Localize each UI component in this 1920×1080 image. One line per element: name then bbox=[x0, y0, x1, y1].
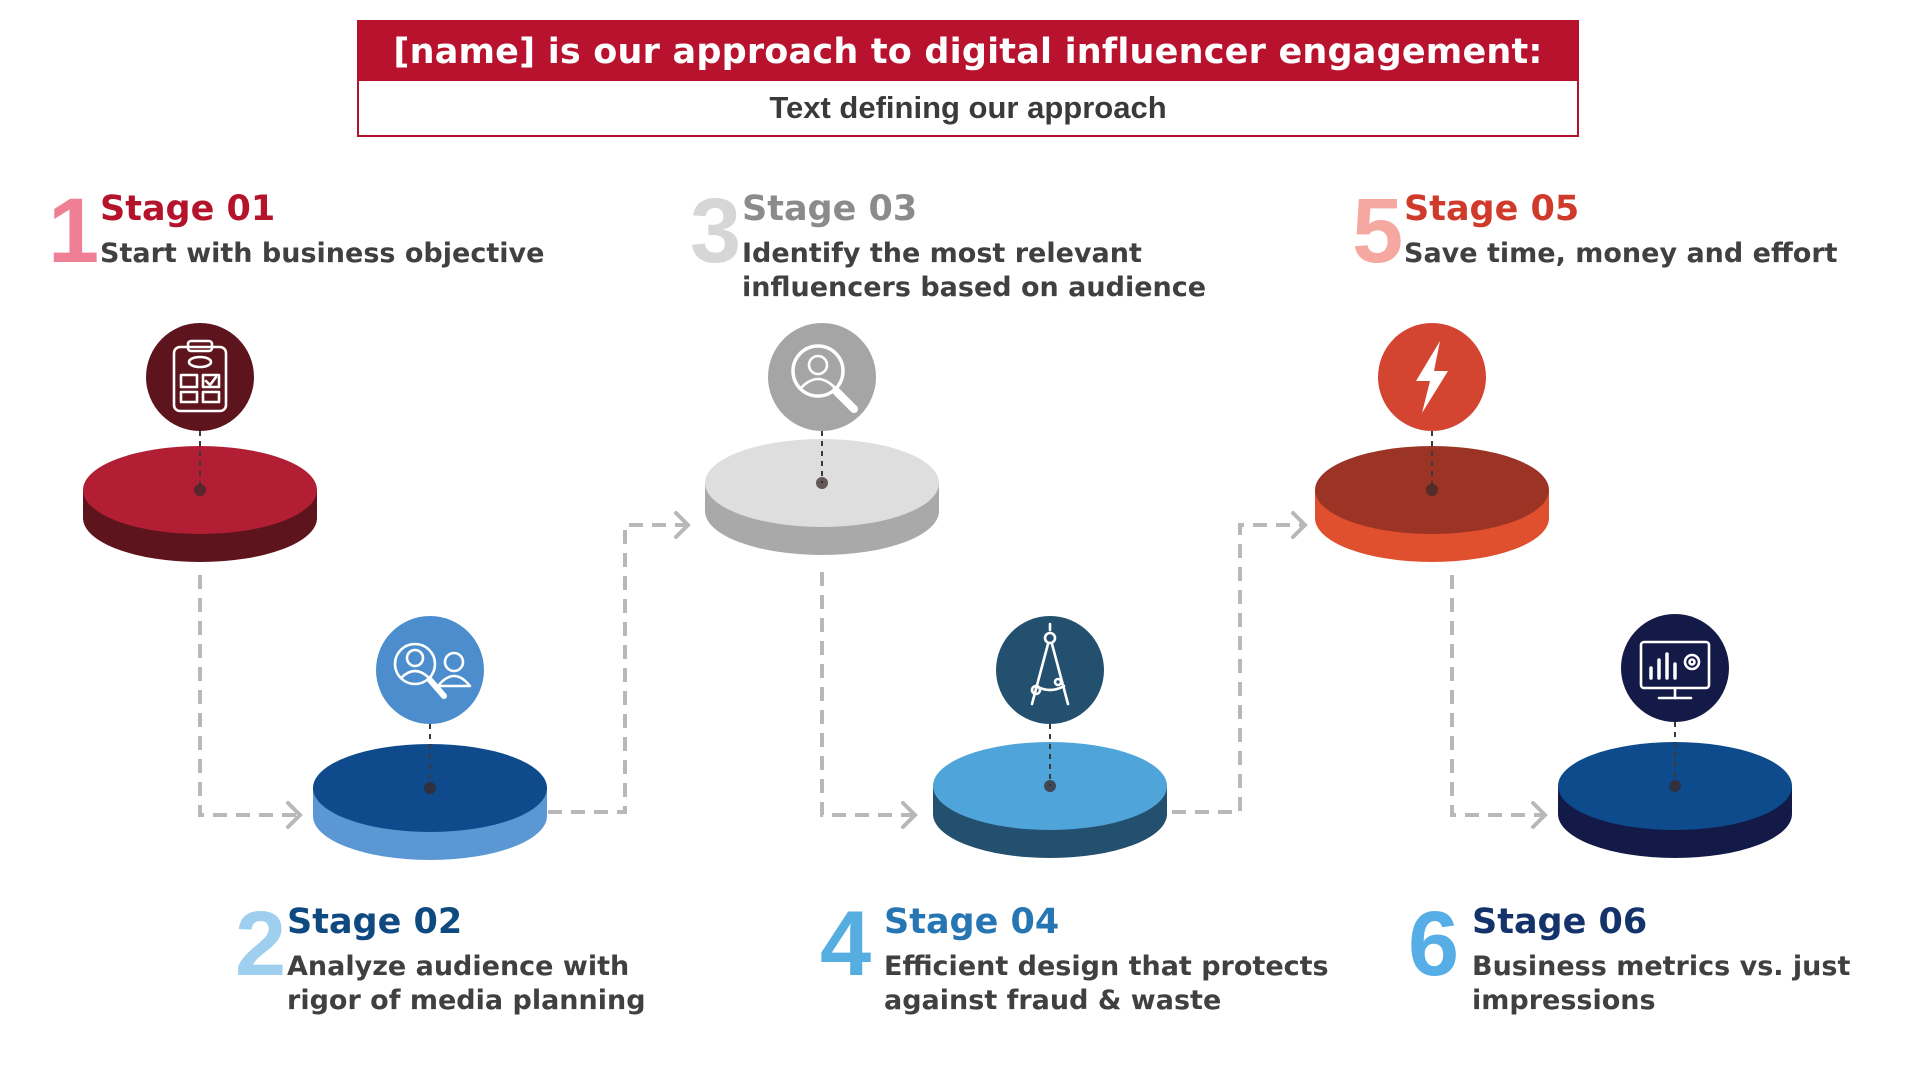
connector-arrow-5 bbox=[1531, 801, 1548, 829]
stem-dot bbox=[194, 484, 206, 496]
monitor-chart-icon bbox=[1621, 614, 1729, 722]
connector-line-1 bbox=[198, 575, 300, 817]
stage-number-1: 1 bbox=[48, 180, 100, 282]
stem-dot bbox=[1669, 780, 1681, 792]
stage-disc-4 bbox=[933, 742, 1167, 858]
stage-number-6: 6 bbox=[1408, 893, 1460, 995]
stage-number-5: 5 bbox=[1352, 180, 1404, 282]
stage-number-4: 4 bbox=[820, 893, 872, 995]
stage-5 bbox=[1315, 323, 1549, 562]
stage-number-3: 3 bbox=[690, 180, 742, 282]
connector-arrow-4 bbox=[1291, 511, 1308, 539]
connector-arrow-2 bbox=[674, 511, 691, 539]
stage-description-2-line-2: rigor of media planning bbox=[287, 985, 646, 1016]
stage-title-4: Stage 04 bbox=[884, 902, 1060, 942]
connector-line-2 bbox=[548, 523, 688, 814]
lightning-bolt-icon bbox=[1378, 323, 1486, 431]
stage-description-6-line-2: impressions bbox=[1472, 985, 1656, 1016]
connector-arrow-1 bbox=[286, 801, 303, 829]
connector-arrow-3 bbox=[901, 801, 918, 829]
stage-description-1-line-1: Start with business objective bbox=[100, 238, 545, 269]
stage-title-3: Stage 03 bbox=[742, 189, 918, 229]
stage-title-1: Stage 01 bbox=[100, 189, 276, 229]
stem-dot bbox=[424, 782, 436, 794]
stage-2 bbox=[313, 616, 547, 860]
header-title: [name] is our approach to digital influe… bbox=[359, 22, 1577, 81]
stage-disc-6 bbox=[1558, 742, 1792, 858]
header-box: [name] is our approach to digital influe… bbox=[357, 20, 1579, 137]
stem-dot bbox=[1044, 780, 1056, 792]
compass-tool-icon bbox=[996, 616, 1104, 724]
stage-6 bbox=[1558, 614, 1792, 858]
stage-disc-2 bbox=[313, 744, 547, 860]
header-subtitle: Text defining our approach bbox=[769, 90, 1167, 125]
stage-description-3-line-1: Identify the most relevant bbox=[742, 238, 1142, 269]
stage-4 bbox=[933, 616, 1167, 858]
stage-1 bbox=[83, 323, 317, 562]
stage-disc-3 bbox=[705, 439, 939, 555]
connector-line-5 bbox=[1450, 575, 1545, 817]
connector-line-3 bbox=[820, 572, 915, 817]
connectors bbox=[198, 511, 1548, 829]
stage-description-4-line-2: against fraud & waste bbox=[884, 985, 1222, 1016]
stage-title-2: Stage 02 bbox=[287, 902, 463, 942]
connector-line-4 bbox=[1172, 523, 1305, 814]
stage-description-3-line-2: influencers based on audience bbox=[742, 272, 1207, 303]
stage-number-2: 2 bbox=[235, 893, 287, 995]
stage-title-6: Stage 06 bbox=[1472, 902, 1648, 942]
people-search-icon bbox=[376, 616, 484, 724]
stem-dot bbox=[1426, 484, 1438, 496]
stage-description-4-line-1: Efficient design that protects bbox=[884, 951, 1329, 982]
stage-description-2-line-1: Analyze audience with bbox=[287, 951, 630, 982]
clipboard-checklist-icon bbox=[146, 323, 254, 431]
person-magnifier-icon bbox=[768, 323, 876, 431]
stage-description-6-line-1: Business metrics vs. just bbox=[1472, 951, 1851, 982]
stage-title-5: Stage 05 bbox=[1404, 189, 1580, 229]
stem-dot bbox=[816, 477, 828, 489]
stage-3 bbox=[705, 323, 939, 555]
stage-description-5-line-1: Save time, money and effort bbox=[1404, 238, 1838, 269]
